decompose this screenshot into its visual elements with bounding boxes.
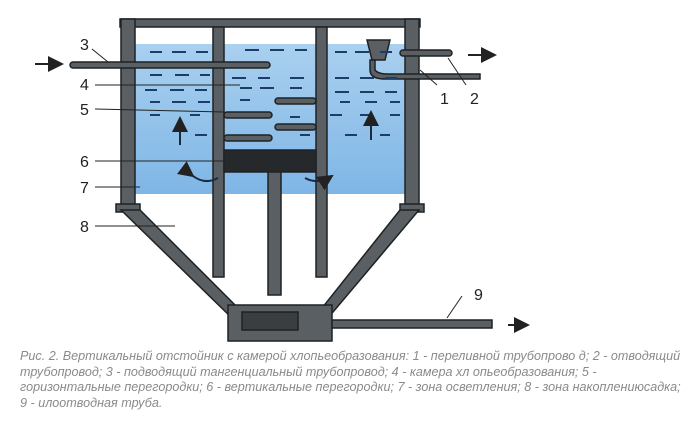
- label-8: 8: [80, 219, 89, 236]
- tank-walls: [69, 18, 493, 342]
- label-7: 7: [80, 180, 89, 197]
- label-6: 6: [80, 154, 89, 171]
- leader-lines: [91, 48, 467, 319]
- label-2: 2: [470, 91, 479, 108]
- labels: 3 4 5 6 7 8 1 2 9: [80, 37, 483, 304]
- label-3: 3: [80, 37, 89, 54]
- label-4: 4: [80, 77, 89, 94]
- label-5: 5: [80, 102, 89, 119]
- water-dashes: [145, 49, 400, 136]
- figure-caption: Рис. 2. Вертикальный отстойник с камерой…: [20, 349, 681, 410]
- settling-tank-diagram: 3 4 5 6 7 8 1 2 9: [35, 18, 530, 342]
- label-9: 9: [474, 287, 483, 304]
- flow-arrows: [35, 47, 530, 333]
- label-1: 1: [440, 91, 449, 108]
